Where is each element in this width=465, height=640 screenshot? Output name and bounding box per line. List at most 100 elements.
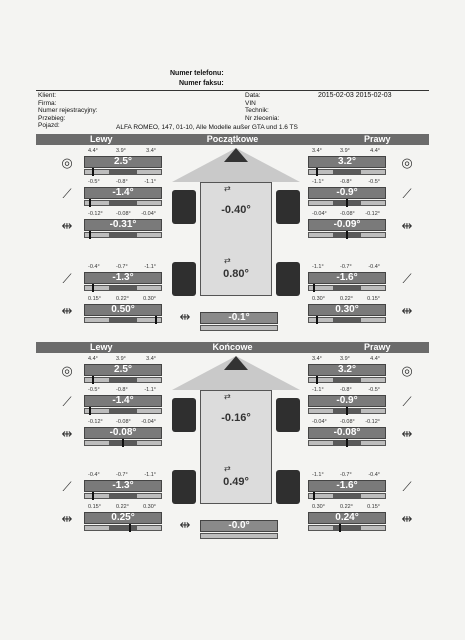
car-direction-tip: [224, 356, 248, 370]
tick-label: -0.12°: [365, 211, 380, 217]
tick-label: 0.30°: [143, 296, 156, 302]
tick-label: -0.8°: [340, 179, 352, 185]
tick-label: 3.9°: [116, 148, 126, 154]
tolerance-band: [109, 201, 137, 205]
rear-toe-icon: ⇹: [401, 511, 413, 526]
thrust-icon: ⇹: [179, 309, 191, 324]
toe-icon: ⇹: [401, 218, 413, 233]
measurement-tick-labels: -0.4°-0.7°-1.1°: [84, 264, 160, 271]
measurement-value: -1.3°: [84, 480, 162, 492]
vehicle-info-block: Data: VIN Technik: Nr zlecenia:: [245, 92, 279, 122]
tolerance-band: [333, 318, 361, 322]
measurement-gauge: [84, 284, 162, 292]
measurement-gauge: [308, 439, 386, 447]
measurement-value: -1.4°: [84, 395, 162, 407]
front-total-toe: -0.40°: [221, 204, 251, 216]
tick-label: 3.9°: [340, 148, 350, 154]
measurement-value: 0.50°: [84, 304, 162, 316]
tolerance-band: [333, 286, 361, 290]
left-side-title: Lewy: [90, 342, 113, 352]
car-diagram: ⇄⇄-0.16°0.49°: [172, 356, 300, 506]
tolerance-band: [109, 409, 137, 413]
tick-label: 4.4°: [88, 356, 98, 362]
thrust-angle-gauge: [200, 533, 278, 539]
rear-axle-icon: ⇄: [224, 256, 231, 265]
caster-icon: ⟋: [402, 186, 412, 201]
measurement-tick-labels: -1.1°-0.8°-0.5°: [308, 179, 384, 186]
tick-label: -1.1°: [312, 472, 324, 478]
front-left-wheel: [172, 398, 196, 432]
rear-right-wheel: [276, 470, 300, 504]
left-side-title: Lewy: [90, 134, 113, 144]
measurement-gauge: [84, 492, 162, 500]
tolerance-band: [333, 526, 361, 530]
mileage-label: Przebieg:: [38, 114, 66, 122]
tick-label: 0.30°: [312, 504, 325, 510]
registration-label: Numer rejestracyjny:: [38, 107, 98, 114]
measurement-value: -1.4°: [84, 187, 162, 199]
measurement-value: -0.09°: [308, 219, 386, 231]
camber-icon: ◎: [401, 363, 413, 378]
right-side-title: Prawy: [364, 134, 391, 144]
tick-label: -1.1°: [312, 264, 324, 270]
measurement-gauge: [84, 168, 162, 176]
gauge-marker: [92, 284, 94, 292]
header-rule: [36, 90, 429, 91]
tick-label: 4.4°: [88, 148, 98, 154]
thrust-angle-value: -0.0°: [200, 520, 278, 532]
gauge-marker: [339, 524, 341, 532]
measurement-tick-labels: 3.4°3.9°4.4°: [308, 356, 384, 363]
measurement-gauge: [84, 407, 162, 415]
tolerance-band: [109, 526, 137, 530]
front-left-wheel: [172, 190, 196, 224]
tick-label: -0.08°: [340, 419, 355, 425]
tick-label: 0.15°: [88, 504, 101, 510]
tick-label: -0.12°: [365, 419, 380, 425]
measurement-value: 0.25°: [84, 512, 162, 524]
front-axle-icon: ⇄: [224, 184, 231, 193]
gauge-marker: [346, 407, 348, 415]
rear-left-wheel: [172, 470, 196, 504]
measurement-value: -1.3°: [84, 272, 162, 284]
measurement-tick-labels: -0.12°-0.08°-0.04°: [84, 211, 160, 218]
tick-label: -0.8°: [340, 387, 352, 393]
gauge-marker: [316, 376, 318, 384]
tick-label: -0.5°: [368, 387, 380, 393]
measurement-value: -0.08°: [84, 427, 162, 439]
tick-label: -0.12°: [88, 419, 103, 425]
measurement-gauge: [84, 524, 162, 532]
tick-label: 0.30°: [143, 504, 156, 510]
front-right-wheel: [276, 190, 300, 224]
gauge-marker: [92, 492, 94, 500]
toe-icon: ⇹: [61, 426, 73, 441]
measurement-gauge: [308, 168, 386, 176]
tick-label: 0.22°: [340, 296, 353, 302]
tick-label: 0.15°: [367, 504, 380, 510]
tick-label: -0.04°: [312, 211, 327, 217]
tick-label: -0.7°: [340, 264, 352, 270]
tick-label: -1.1°: [144, 472, 156, 478]
caster-icon: ⟋: [402, 394, 412, 409]
car-diagram: ⇄⇄-0.40°0.80°: [172, 148, 300, 298]
rear-camber-icon: ⟋: [62, 271, 72, 286]
gauge-marker: [92, 168, 94, 176]
tick-label: 3.9°: [116, 356, 126, 362]
tick-label: -0.08°: [340, 211, 355, 217]
phone-label: Numer telefonu:: [170, 70, 224, 77]
tick-label: -0.5°: [88, 387, 100, 393]
camber-icon: ◎: [61, 155, 73, 170]
measurement-tick-labels: 0.15°0.22°0.30°: [84, 296, 160, 303]
tolerance-band: [333, 378, 361, 382]
thrust-angle-gauge: [200, 325, 278, 331]
rear-toe-icon: ⇹: [61, 303, 73, 318]
tick-label: 0.22°: [116, 504, 129, 510]
measurement-tick-labels: -0.5°-0.8°-1.1°: [84, 179, 160, 186]
tick-label: 0.15°: [88, 296, 101, 302]
client-label: Klient:: [38, 92, 57, 99]
car-body: [200, 182, 272, 296]
measurement-value: 0.24°: [308, 512, 386, 524]
measurement-gauge: [308, 284, 386, 292]
tick-label: -0.7°: [116, 264, 128, 270]
measurement-tick-labels: -0.04°-0.08°-0.12°: [308, 419, 384, 426]
fax-label: Numer faksu:: [179, 80, 224, 87]
